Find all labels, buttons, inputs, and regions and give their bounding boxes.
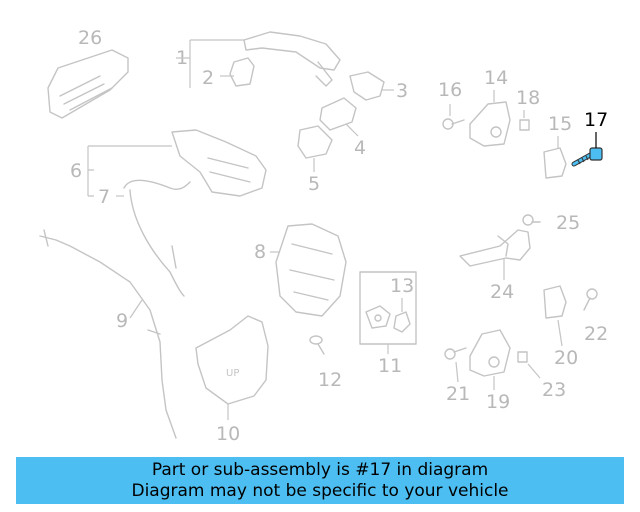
svg-text:UP: UP — [226, 368, 239, 379]
callout-18: 18 — [516, 87, 540, 109]
callout-15: 15 — [548, 113, 572, 135]
part-6-handle-carrier — [171, 129, 267, 197]
callout-22: 22 — [584, 323, 608, 345]
callout-16: 16 — [438, 79, 462, 101]
callout-7: 7 — [98, 186, 110, 208]
callout-9: 9 — [116, 310, 128, 332]
callout-4: 4 — [354, 137, 366, 159]
part-1-outer-handle — [243, 31, 341, 87]
part-24-door-check — [459, 229, 531, 267]
callout-20: 20 — [554, 347, 578, 369]
callout-11: 11 — [378, 355, 402, 377]
part-23-clip — [517, 351, 528, 363]
callout-17: 17 — [584, 109, 608, 131]
part-14-hinge — [469, 101, 511, 147]
part-3-bracket — [349, 71, 385, 101]
callout-8: 8 — [254, 241, 266, 263]
part-4-bracket — [319, 97, 357, 131]
part-19-hinge — [469, 329, 511, 377]
banner-line-1: Part or sub-assembly is #17 in diagram — [151, 460, 489, 480]
part-17-bolt-highlighted — [571, 147, 603, 167]
part-16-bolt — [442, 118, 465, 130]
banner-line-2: Diagram may not be specific to your vehi… — [131, 481, 509, 501]
part-20-plate — [543, 285, 567, 319]
part-9-cable — [39, 229, 177, 439]
callout-3: 3 — [396, 80, 408, 102]
callout-21: 21 — [446, 383, 470, 405]
callout-23: 23 — [542, 379, 566, 401]
part-2-handle-cap — [229, 57, 255, 87]
part-5-cover — [297, 125, 333, 159]
part-10-shield: UP — [195, 315, 269, 405]
callout-10: 10 — [216, 423, 240, 445]
callout-24: 24 — [490, 281, 514, 303]
part-25-screw — [522, 214, 541, 226]
part-22-bolt — [583, 288, 598, 311]
callout-12: 12 — [318, 369, 342, 391]
callout-26: 26 — [78, 27, 102, 49]
part-21-bolt — [444, 347, 467, 360]
part-12-bolt — [309, 335, 325, 355]
part-7-cable — [123, 179, 191, 297]
callout-19: 19 — [486, 391, 510, 413]
part-8-lock-actuator — [275, 223, 347, 317]
callout-25: 25 — [556, 212, 580, 234]
part-13-plate — [393, 311, 411, 333]
callout-2: 2 — [202, 67, 214, 89]
part-15-plate — [543, 147, 567, 179]
callout-6: 6 — [70, 160, 82, 182]
part-26-bezel — [47, 49, 129, 119]
callout-14: 14 — [484, 67, 508, 89]
part-18-clip — [519, 119, 530, 131]
callout-5: 5 — [308, 173, 320, 195]
callout-13: 13 — [390, 275, 414, 297]
diagram-note-banner: Part or sub-assembly is #17 in diagram D… — [16, 457, 624, 504]
